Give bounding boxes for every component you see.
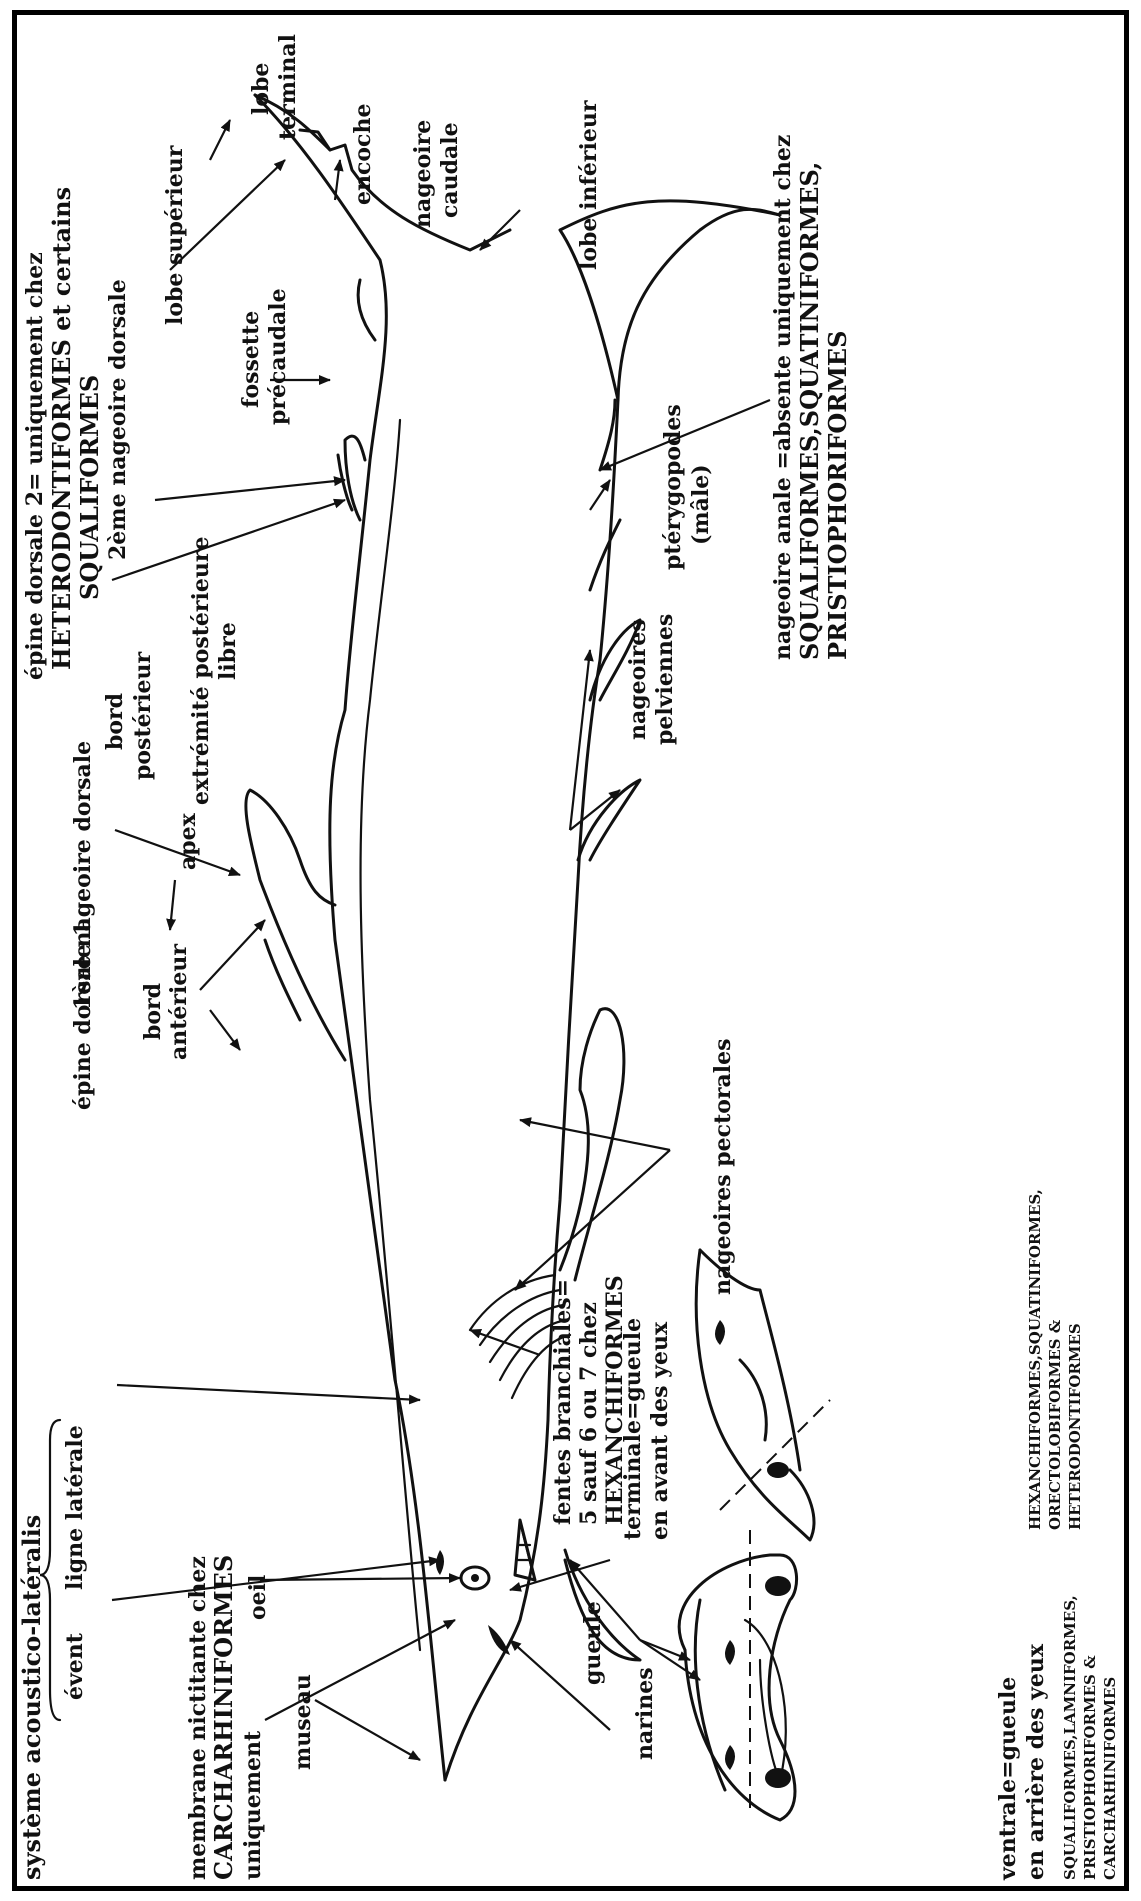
label-fentes-2: 5 sauf 6 ou 7 chez <box>576 1302 602 1525</box>
label-lobe-term-2: terminal <box>275 34 301 140</box>
label-anale-1: nageoire anale =absente uniquement chez <box>770 135 796 660</box>
label-groupe-ventral-3: CARCHARHINIFORMES <box>1101 1677 1119 1880</box>
label-extremite-2: libre <box>215 622 241 680</box>
label-terminale-2: en avant des yeux <box>647 1321 673 1540</box>
label-pelviennes-2: pelviennes <box>652 614 678 745</box>
label-bord-post-1: bord <box>102 693 128 750</box>
label-bord-post-2: postérieur <box>130 651 156 780</box>
label-epine2-3: SQUALIFORMES <box>75 375 104 600</box>
label-lobe-sup: lobe supérieur <box>162 145 188 325</box>
shark-body <box>246 95 780 1780</box>
label-ventrale-2: en arrière des yeux <box>1023 1643 1049 1880</box>
label-lobe-term-1: lobe <box>248 63 274 115</box>
label-fentes-1: fentes branchiales= <box>550 1279 576 1525</box>
label-membrane-1: membrane nictitante chez <box>185 1556 211 1880</box>
label-bord-ant-1: bord <box>140 983 166 1040</box>
label-ventrale-1: ventrale=gueule <box>995 1677 1021 1881</box>
label-deuxieme-dorsale: 2ème nageoire dorsale <box>105 279 131 560</box>
label-narines: narines <box>632 1667 658 1760</box>
label-membrane-3: uniquement <box>240 1730 266 1880</box>
label-pelviennes-1: nageoires <box>625 619 651 740</box>
label-apex: apex <box>175 812 201 870</box>
label-gueule: gueule <box>580 1601 606 1685</box>
label-groupe-ventral-1: SQUALIFORMES,LAMNIFORMES, <box>1061 1595 1079 1880</box>
label-groupe-terminal-1: HEXANCHIFORMES,SQUATINIFORMES, <box>1026 1189 1044 1530</box>
label-premiere-dorsale: 1ère nageoire dorsale <box>70 741 96 1010</box>
label-anale-3: PRISTIOPHORIFORMES <box>823 331 852 660</box>
label-groupe-terminal-2: ORECTOLOBIFORMES & <box>1046 1319 1064 1530</box>
label-encoche: encoche <box>350 104 376 205</box>
label-caudale-1: nageoire <box>410 120 436 228</box>
label-museau: museau <box>290 1674 316 1770</box>
label-pterygopodes-1: ptérygopodes <box>660 404 686 570</box>
label-epine2-2: HETERODONTIFORMES et certains <box>47 187 76 670</box>
label-epine2-1: épine dorsale 2= uniquement chez <box>22 252 48 680</box>
ventral-head-view <box>679 1530 796 1820</box>
label-pectorales: nageoires pectorales <box>710 1039 736 1296</box>
label-caudale-2: caudale <box>437 122 463 218</box>
label-anale-2: SQUALIFORMES,SQUATINIFORMES, <box>795 162 824 660</box>
label-pterygopodes-2: (mâle) <box>688 464 714 545</box>
label-lobe-inf: lobe inférieur <box>576 100 602 270</box>
label-bord-ant-2: antérieur <box>166 944 192 1060</box>
label-membrane-2: CARCHARHINIFORMES <box>209 1555 238 1880</box>
label-ligne-laterale: ligne latérale <box>62 1425 88 1590</box>
label-groupe-terminal-3: HETERODONTIFORMES <box>1066 1323 1084 1530</box>
label-groupe-ventral-2: PRISTIOPHORIFORMES & <box>1081 1655 1099 1880</box>
label-extremite-1: extrémité postérieure <box>188 537 214 805</box>
label-fossette-1: fossette <box>238 311 264 408</box>
label-fentes-3: HEXANCHIFORMES <box>602 1275 628 1525</box>
label-fossette-2: précaudale <box>265 288 291 425</box>
label-systeme: système acoustico-latéralis <box>17 1515 46 1880</box>
label-evant: évent <box>62 1632 88 1700</box>
label-oeil: oeil <box>245 1575 271 1620</box>
